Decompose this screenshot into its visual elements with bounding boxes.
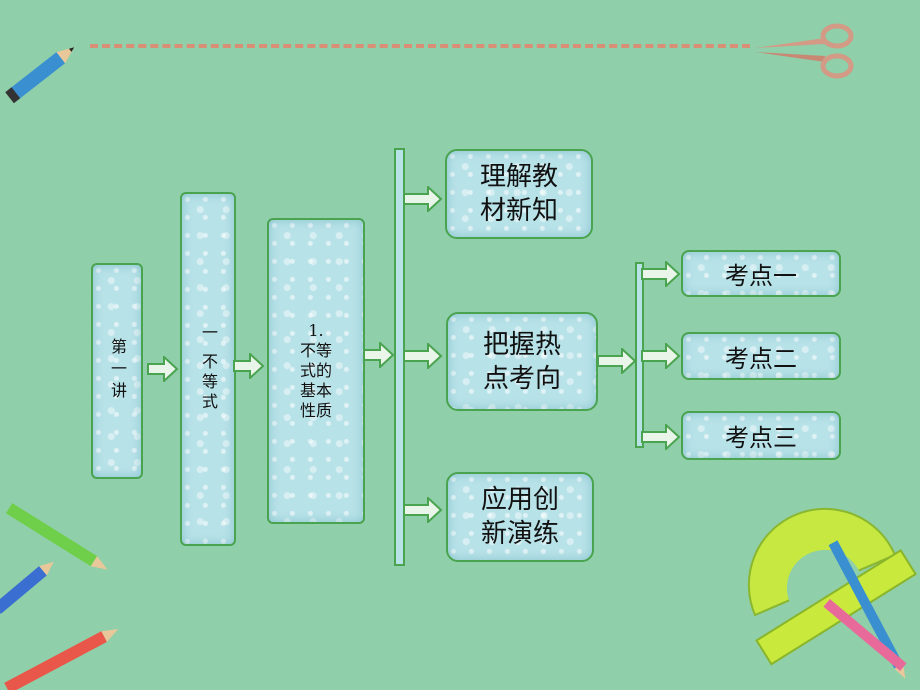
arrow-right-icon bbox=[641, 261, 681, 287]
pencil-icon bbox=[0, 503, 119, 690]
branch-box-practice[interactable] bbox=[446, 472, 594, 562]
dashed-cut-line bbox=[90, 44, 750, 48]
arrow-right-icon bbox=[641, 343, 681, 369]
kaodian-box-3[interactable] bbox=[681, 411, 841, 460]
chapter-label: 第一讲 bbox=[91, 263, 143, 479]
arrow-right-icon bbox=[147, 356, 179, 382]
subsection-line: 不等 bbox=[299, 341, 332, 360]
arrow-right-icon bbox=[641, 424, 681, 450]
kaodian-label: 考点三 bbox=[725, 424, 797, 452]
kaodian-label: 考点二 bbox=[725, 344, 797, 373]
branch-box-understand[interactable] bbox=[445, 149, 593, 239]
subsection-line: 式的 bbox=[299, 361, 332, 380]
branch-label: 应用创 新演练 bbox=[446, 472, 594, 562]
chapter-box[interactable] bbox=[91, 263, 143, 479]
subsection-line: 性质 bbox=[299, 401, 332, 420]
kaodian-box-2[interactable] bbox=[681, 332, 841, 380]
arrow-right-icon bbox=[403, 186, 443, 212]
subsection-line: 1. bbox=[308, 321, 324, 340]
branch-line: 把握热 bbox=[482, 329, 561, 360]
kaodian-label: 考点一 bbox=[725, 262, 797, 290]
pencil-icon bbox=[5, 47, 75, 104]
branch-box-hotspots[interactable] bbox=[446, 312, 598, 411]
chapter-text: 第一讲 bbox=[108, 338, 127, 404]
branch-label: 理解教 材新知 bbox=[445, 149, 593, 239]
section-box[interactable] bbox=[180, 192, 236, 546]
arrow-right-icon bbox=[363, 342, 395, 368]
arrow-right-icon bbox=[233, 353, 265, 379]
branch-line: 材新知 bbox=[479, 196, 558, 226]
arrow-right-icon bbox=[403, 343, 443, 369]
subsection-label: 1. 不等 式的 基本 性质 bbox=[267, 218, 365, 524]
subsection-line: 基本 bbox=[299, 381, 332, 400]
scissors-icon bbox=[755, 23, 854, 79]
branch-line: 应用创 bbox=[480, 485, 559, 515]
protractor-icon bbox=[747, 507, 917, 679]
branch-line: 理解教 bbox=[479, 162, 558, 192]
branch-line: 新演练 bbox=[480, 519, 559, 549]
branch-label: 把握热 点考向 bbox=[446, 312, 598, 411]
arrow-right-icon bbox=[403, 497, 443, 523]
subsection-box[interactable] bbox=[267, 218, 365, 524]
kaodian-box-1[interactable] bbox=[681, 250, 841, 297]
section-text: 一 不等式 bbox=[199, 324, 218, 414]
arrow-right-icon bbox=[597, 348, 637, 374]
section-label: 一 不等式 bbox=[180, 192, 236, 546]
branch-line: 点考向 bbox=[482, 363, 561, 394]
